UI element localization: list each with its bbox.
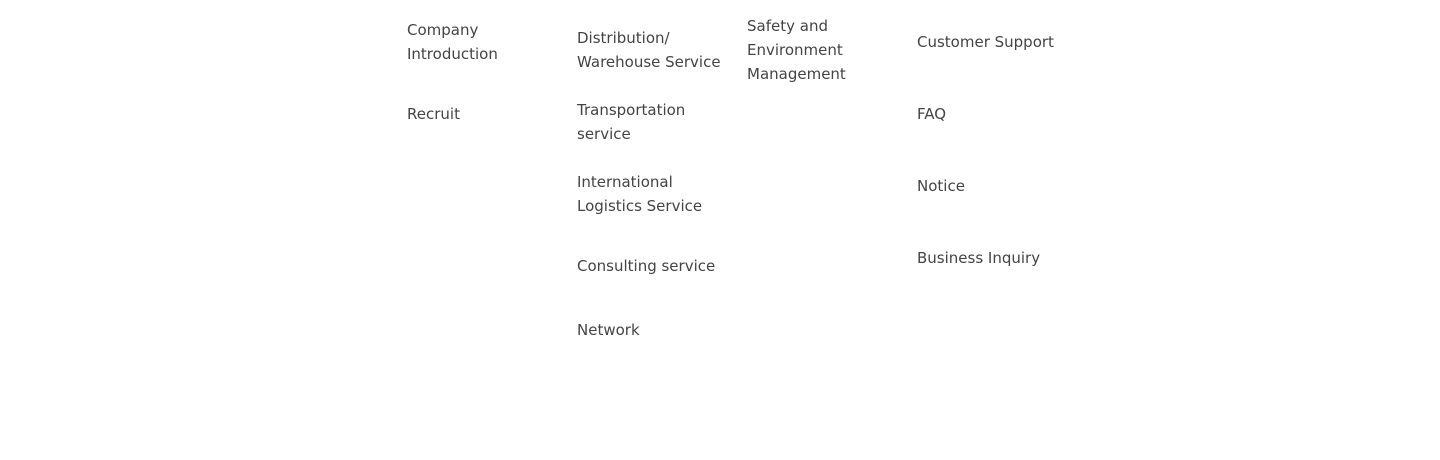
- link-business-inquiry[interactable]: Business Inquiry: [917, 249, 1041, 267]
- link-network[interactable]: Network: [577, 321, 640, 339]
- link-safety-environment-management[interactable]: Safety and Environment Management: [747, 17, 846, 83]
- link-international-logistics-service[interactable]: International Logistics Service: [577, 173, 703, 215]
- link-consulting-service[interactable]: Consulting service: [577, 257, 716, 275]
- link-faq[interactable]: FAQ: [917, 105, 947, 123]
- link-distribution-warehouse-service[interactable]: Distribution/ Warehouse Service: [577, 29, 721, 71]
- link-recruit[interactable]: Recruit: [407, 105, 460, 123]
- link-transportation-service[interactable]: Transportation service: [577, 101, 686, 143]
- link-customer-support[interactable]: Customer Support: [917, 33, 1054, 51]
- link-notice[interactable]: Notice: [917, 177, 965, 195]
- link-company-introduction[interactable]: Company Introduction: [407, 21, 498, 63]
